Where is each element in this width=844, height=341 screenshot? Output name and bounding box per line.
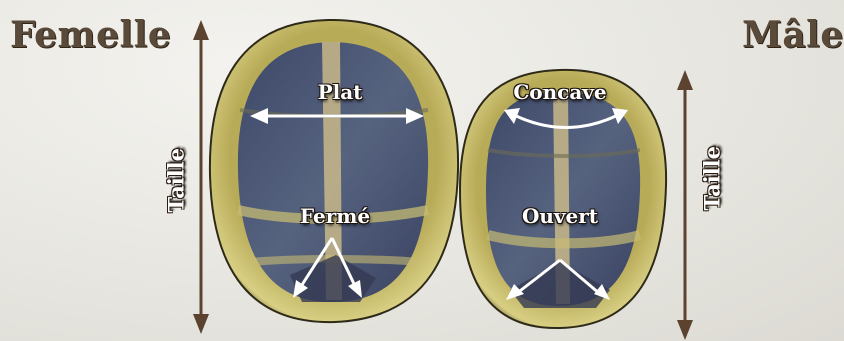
closed-label: Fermé <box>290 204 380 228</box>
size-arrow-female <box>193 20 209 334</box>
male-size-label: Taille <box>700 151 725 211</box>
male-shell <box>460 70 666 328</box>
female-shell <box>210 20 458 322</box>
concave-label: Concave <box>500 80 620 104</box>
size-arrow-male <box>677 70 693 340</box>
open-label: Ouvert <box>505 204 615 228</box>
male-title: Mâle <box>742 14 844 56</box>
female-size-label: Taille <box>164 153 189 213</box>
flat-label: Plat <box>305 80 375 104</box>
female-title: Femelle <box>10 14 171 56</box>
